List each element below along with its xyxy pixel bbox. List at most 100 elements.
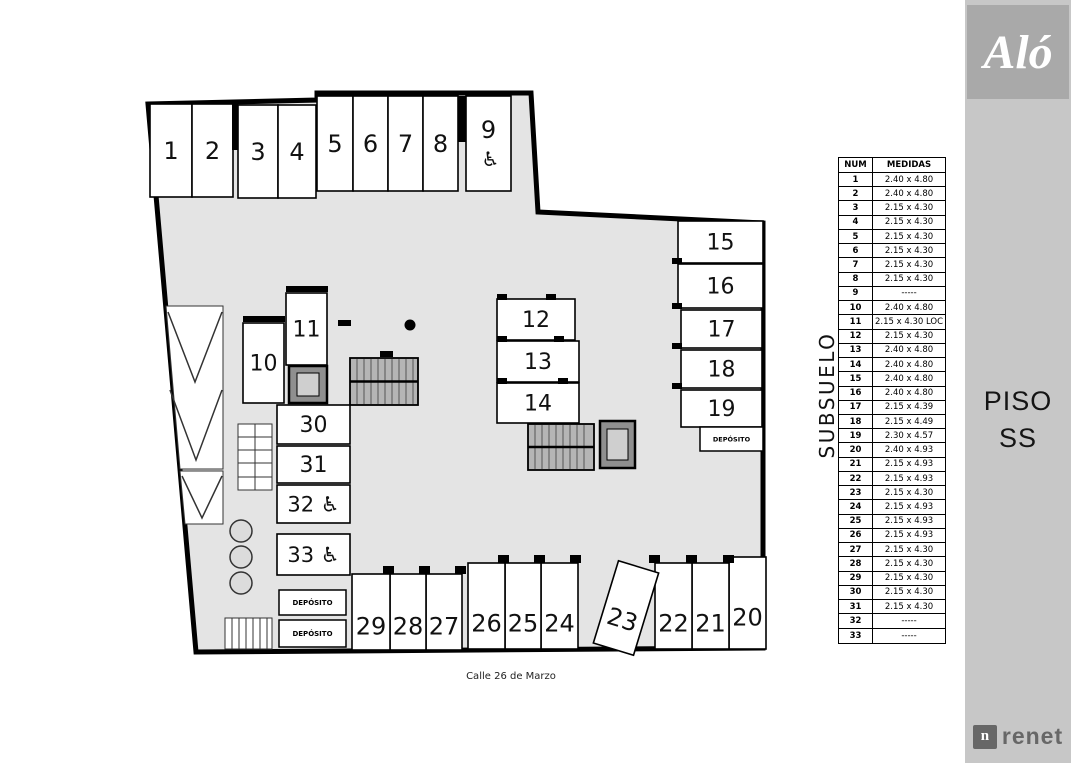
parking-space-2: 2 (191, 103, 234, 198)
table-cell-medidas: 2.40 x 4.80 (873, 173, 945, 188)
table-cell-num: 26 (839, 528, 873, 544)
column-mark (497, 378, 507, 384)
alo-logo: Aló (967, 5, 1069, 99)
column-mark (458, 96, 466, 142)
table-cell-num: 9 (839, 286, 873, 302)
table-cell-medidas: 2.15 x 4.30 (873, 216, 945, 230)
space-number: 32 ♿ (287, 492, 339, 516)
column-mark (534, 555, 545, 563)
space-number: 18 (708, 358, 736, 383)
column-mark (338, 320, 351, 326)
parking-space-21: 21 (691, 562, 730, 650)
space-number: 26 (471, 609, 502, 637)
renet-logo-text: renet (1001, 723, 1064, 749)
deposito-room: DEPÓSITO (278, 619, 347, 648)
parking-space-10: 10 (242, 322, 285, 404)
column-mark (286, 286, 328, 292)
parking-space-22: 22 (654, 562, 693, 650)
space-number: 12 (522, 308, 550, 333)
table-cell-num: 18 (839, 414, 873, 430)
table-cell-medidas: 2.15 x 4.30 (873, 543, 945, 558)
table-cell-medidas: 2.40 x 4.80 (873, 358, 945, 373)
space-number: 8 (433, 130, 448, 158)
table-cell-num: 19 (839, 429, 873, 444)
space-number: 1 (163, 137, 178, 165)
parking-space-20: 20 (728, 556, 767, 650)
parking-space-30: 30 (276, 404, 351, 445)
parking-space-9: 9♿ (465, 95, 512, 192)
column-mark (723, 555, 734, 563)
lockers (237, 423, 273, 491)
table-cell-num: 5 (839, 229, 873, 245)
table-cell-num: 3 (839, 201, 873, 216)
table-header-medidas: MEDIDAS (873, 158, 945, 173)
parking-space-15: 15 (677, 220, 764, 264)
space-number: 25 (508, 609, 539, 637)
table-cell-medidas: 2.15 x 4.30 (873, 244, 945, 259)
column-mark (672, 343, 682, 349)
table-cell-num: 22 (839, 471, 873, 487)
space-number: 20 (732, 603, 763, 631)
table-cell-num: 13 (839, 343, 873, 359)
table-cell-medidas: 2.15 x 4.39 (873, 401, 945, 415)
parking-space-26: 26 (467, 562, 506, 650)
structural-columns (232, 96, 734, 574)
space-number: 4 (289, 138, 304, 166)
table-cell-medidas: 2.15 x 4.49 (873, 415, 945, 430)
table-cell-num: 23 (839, 486, 873, 501)
service-circles (229, 519, 253, 595)
table-cell-medidas: 2.15 x 4.30 (873, 586, 945, 601)
table-cell-medidas: 2.15 x 4.30 (873, 486, 945, 501)
parking-space-27: 27 (425, 573, 463, 651)
space-number: 5 (327, 130, 342, 158)
column-mark (672, 258, 682, 264)
table-cell-medidas: 2.15 x 4.30 (873, 572, 945, 586)
parking-space-29: 29 (351, 573, 391, 651)
parking-space-4: 4 (277, 104, 317, 199)
table-cell-num: 33 (839, 628, 873, 643)
column-mark (546, 294, 556, 300)
floor-label: PISO SS (965, 383, 1071, 457)
table-cell-medidas: 2.15 x 4.30 (873, 258, 945, 273)
table-cell-medidas: 2.40 x 4.93 (873, 443, 945, 458)
table-cell-medidas: 2.15 x 4.93 (873, 472, 945, 487)
parking-space-11: 11 (285, 292, 328, 366)
deposito-room: DEPÓSITO (278, 589, 347, 616)
table-cell-medidas: 2.15 x 4.30 (873, 201, 945, 216)
table-cell-medidas: 2.40 x 4.80 (873, 372, 945, 387)
table-header-num: NUM (839, 158, 873, 173)
deposito-label: DEPÓSITO (292, 598, 332, 607)
space-number: 10 (250, 352, 278, 377)
floor-name-rotated: SUBSUELO (815, 331, 839, 459)
column-mark (243, 316, 285, 322)
space-number: 2 (205, 137, 220, 165)
street-label: Calle 26 de Marzo (466, 671, 556, 682)
table-cell-medidas: 2.15 x 4.30 (873, 330, 945, 344)
space-number: 17 (708, 318, 736, 343)
column-mark (498, 555, 509, 563)
space-number: 33 ♿ (287, 543, 339, 567)
table-cell-medidas: ----- (873, 614, 945, 629)
table-header: NUM MEDIDAS (839, 158, 945, 173)
space-number: 19 (708, 397, 736, 422)
table-cell-num: 14 (839, 358, 873, 373)
renet-logo-icon: n (972, 724, 997, 749)
table-row: 33----- (839, 628, 945, 643)
space-number: 31 (300, 453, 328, 478)
